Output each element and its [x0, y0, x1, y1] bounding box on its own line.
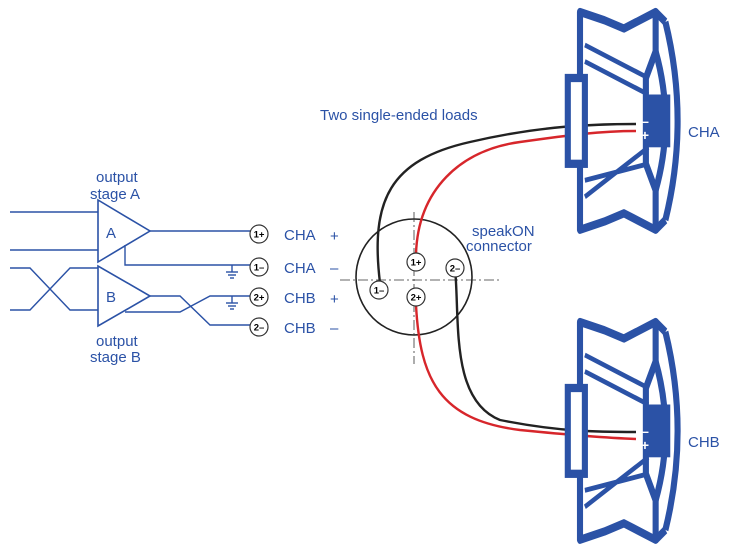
cable-chb-minus	[453, 267, 637, 434]
stage-b-label-line2: stage B	[90, 349, 141, 366]
svg-text:2+: 2+	[254, 293, 265, 304]
output-terminal-1-plus: 1+	[249, 224, 269, 244]
svg-text:2–: 2–	[450, 264, 461, 275]
stage-b-inputs	[10, 267, 98, 311]
output-sign-chb-plus: +	[330, 291, 339, 308]
ground-a	[226, 265, 238, 279]
connector-pin-1-minus: 1–	[369, 280, 389, 300]
svg-text:1+: 1+	[411, 258, 422, 269]
stage-b-outputs	[125, 295, 250, 326]
ground-b	[226, 296, 238, 310]
output-label-chb-minus: CHB	[284, 320, 316, 337]
svg-text:1–: 1–	[374, 286, 385, 297]
stage-a-label-line1: output	[96, 169, 139, 186]
svg-text:1+: 1+	[254, 230, 265, 241]
connector-pin-2-minus: 2–	[445, 258, 465, 278]
wire-cha-minus	[124, 245, 250, 266]
svg-text:1–: 1–	[254, 263, 265, 274]
stage-a-amplifier: A	[97, 198, 152, 264]
connector-pin-1-plus: 1+	[406, 252, 426, 272]
output-label-cha-minus: CHA	[284, 260, 316, 277]
speaker-cha-label: CHA	[688, 124, 720, 141]
svg-text:2–: 2–	[254, 323, 265, 334]
speaker-chb-label: CHB	[688, 434, 720, 451]
cable-chb-plus	[414, 304, 637, 441]
output-terminal-2-plus: 2+	[249, 287, 269, 307]
speaker-chb-minus: –	[641, 423, 649, 439]
stage-b-amplifier: B	[97, 264, 152, 328]
title: Two single-ended loads	[320, 107, 478, 124]
stage-b-label-line1: output	[96, 333, 139, 350]
speaker-cha-minus: –	[641, 113, 649, 129]
connector-label-line2: connector	[466, 238, 532, 255]
stage-a-label-line2: stage A	[90, 186, 140, 203]
connector-label-line1: speakON	[472, 223, 535, 240]
output-label-chb-plus: CHB	[284, 290, 316, 307]
output-sign-cha-plus: +	[330, 228, 339, 245]
speaker-chb-plus: +	[641, 437, 649, 453]
output-sign-cha-minus: –	[330, 260, 339, 277]
speaker-cha	[568, 12, 678, 230]
connector-pin-2-plus: 2+	[406, 287, 426, 307]
cable-cha-plus	[414, 129, 637, 255]
stage-a-symbol: A	[106, 225, 116, 242]
stage-a-inputs	[10, 211, 98, 251]
output-terminal-1-minus: 1–	[249, 257, 269, 277]
output-terminal-2-minus: 2–	[249, 317, 269, 337]
stage-b-symbol: B	[106, 289, 116, 306]
output-sign-chb-minus: –	[330, 320, 339, 337]
svg-text:2+: 2+	[411, 293, 422, 304]
output-label-cha-plus: CHA	[284, 227, 316, 244]
speakon-connector	[340, 212, 500, 364]
speaker-cha-plus: +	[641, 127, 649, 143]
